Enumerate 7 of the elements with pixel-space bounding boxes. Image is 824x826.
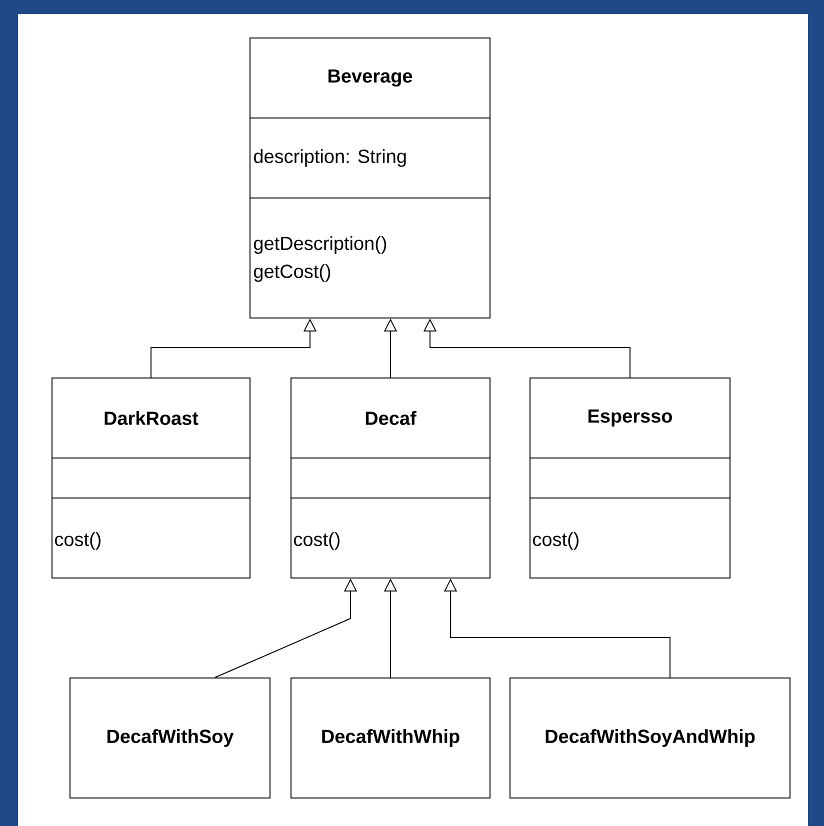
class-box: DecafWithSoy bbox=[70, 678, 270, 798]
class-box: DecafWithSoyAndWhip bbox=[510, 678, 790, 798]
class-box: DecafWithWhip bbox=[290, 678, 490, 798]
class-box: DarkRoast cost() bbox=[52, 378, 250, 578]
class-box: Decaf cost() bbox=[290, 378, 490, 578]
class-box: Beverage description: String getDescription() getCost() bbox=[250, 38, 490, 318]
class-box: Espersso cost() bbox=[530, 378, 730, 578]
